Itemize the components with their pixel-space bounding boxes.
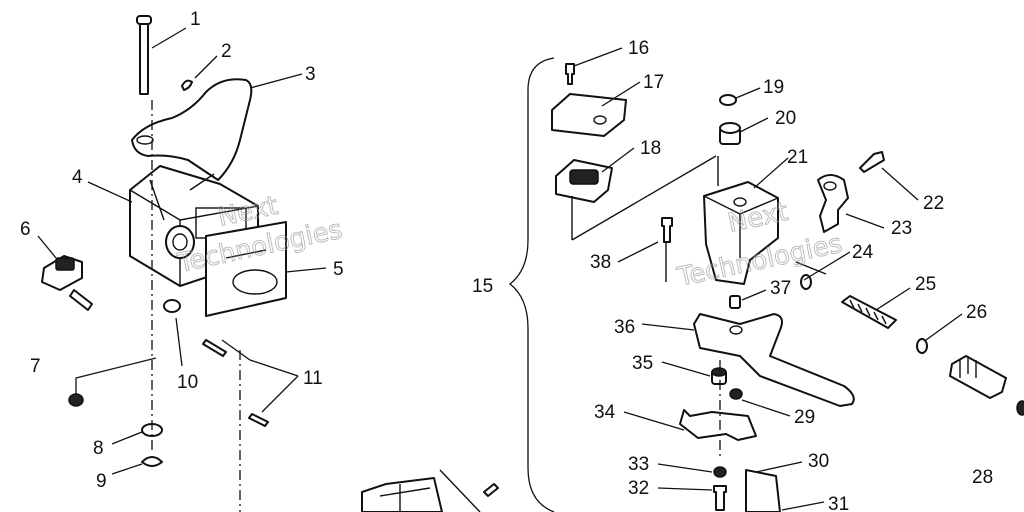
part-plate-30 (745, 469, 781, 512)
part-washer-24 (800, 274, 812, 290)
callout-18: 18 (640, 138, 661, 159)
callout-24: 24 (852, 242, 874, 263)
callout-labels: 1 2 3 4 5 6 7 8 9 10 11 15 16 17 18 19 2… (20, 9, 993, 512)
part-washer-26 (916, 338, 928, 354)
part-cover-17 (551, 93, 627, 137)
callout-1: 1 (190, 9, 201, 30)
callout-4: 4 (72, 167, 83, 188)
part-pin-37 (729, 295, 741, 309)
part-screw-16 (565, 63, 575, 85)
part-piston (949, 355, 1007, 399)
callout-5: 5 (333, 259, 344, 280)
callout-33: 33 (628, 454, 649, 475)
part-bushing-20 (719, 122, 741, 145)
callout-6: 6 (20, 219, 31, 240)
callout-25: 25 (915, 274, 936, 295)
part-clamp-23 (817, 174, 849, 233)
watermark-right: Next Technologies (674, 196, 845, 293)
callout-10: 10 (177, 372, 198, 393)
part-pin (136, 15, 152, 95)
part-screw-b (248, 413, 269, 427)
callout-9: 9 (96, 471, 107, 492)
part-washer-19 (719, 94, 737, 106)
part-nut-28 (1016, 400, 1024, 416)
callout-23: 23 (891, 218, 912, 239)
callout-19: 19 (763, 77, 784, 98)
callout-36: 36 (614, 317, 635, 338)
callout-21: 21 (787, 147, 808, 168)
callout-38: 38 (590, 252, 611, 273)
callout-34: 34 (594, 402, 616, 423)
part-ring-9 (141, 456, 163, 467)
part-screw-32 (713, 485, 727, 511)
callout-32: 32 (628, 478, 649, 499)
part-bracket-arm (131, 78, 253, 181)
part-nut-29 (729, 388, 743, 400)
callout-3: 3 (305, 64, 316, 85)
part-bracket-34 (679, 409, 757, 441)
callout-35: 35 (632, 353, 653, 374)
callout-28: 28 (972, 467, 993, 488)
callout-22: 22 (923, 193, 944, 214)
callout-17: 17 (643, 72, 664, 93)
callout-2: 2 (221, 41, 232, 62)
callout-15: 15 (472, 276, 493, 297)
part-nut-7 (68, 393, 84, 407)
callout-37: 37 (770, 278, 791, 299)
part-washer-10 (163, 299, 181, 313)
part-spring-25 (841, 295, 897, 329)
callout-16: 16 (628, 38, 649, 59)
group-bracket-15 (508, 57, 555, 512)
callout-26: 26 (966, 302, 987, 323)
part-master-cylinder-21 (703, 181, 779, 285)
callout-31: 31 (828, 494, 849, 512)
part-screw-a (202, 339, 227, 357)
callout-7: 7 (30, 356, 41, 377)
part-bushing-35 (711, 367, 727, 385)
callout-29: 29 (794, 407, 815, 428)
callout-8: 8 (93, 438, 104, 459)
part-connector (41, 255, 93, 311)
part-screw-22 (859, 151, 885, 173)
part-gasket-18 (555, 159, 613, 203)
part-cover-plate (205, 221, 287, 317)
right-assembly (508, 47, 1024, 512)
callout-11: 11 (303, 368, 323, 389)
part-clip (181, 79, 193, 91)
callout-20: 20 (775, 108, 796, 129)
left-assembly (37, 15, 499, 512)
part-lever-36 (693, 313, 855, 407)
callout-30: 30 (808, 451, 829, 472)
part-nut-33 (713, 466, 727, 478)
part-screw-38 (661, 217, 673, 243)
